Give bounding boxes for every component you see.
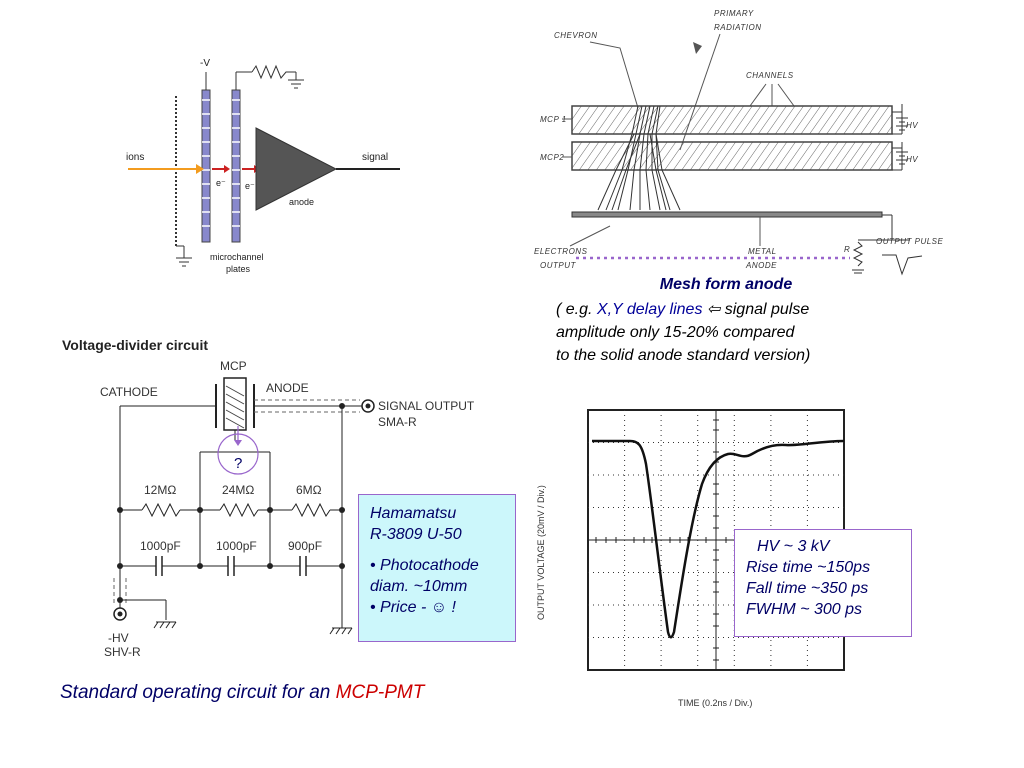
mcp-label: MCP	[220, 359, 247, 373]
output-pulse-label: OUTPUT PULSE	[876, 237, 944, 246]
mesh-line3: to the solid anode standard version)	[556, 347, 811, 364]
scope-xlabel: TIME (0.2ns / Div.)	[678, 698, 752, 708]
hamamatsu-bullet1a: • Photocathode	[370, 557, 479, 574]
mcp1-label: MCP 1	[540, 115, 567, 124]
resistor-24m	[219, 502, 259, 518]
ground-symbol	[176, 257, 192, 267]
spec-fwhm: FWHM ~ 300 ps	[746, 601, 863, 618]
mcp-element	[223, 377, 247, 431]
hamamatsu-line1: Hamamatsu	[370, 505, 457, 522]
mcp1-plate	[571, 105, 893, 135]
r1-label: 12MΩ	[144, 483, 176, 497]
spec-hv: HV ~ 3 kV	[757, 538, 830, 555]
hv-battery-2	[892, 142, 908, 171]
channels-label: CHANNELS	[746, 71, 794, 80]
metal-label: METAL	[748, 247, 777, 256]
output-pulse-shape	[882, 254, 923, 276]
metal-anode	[571, 211, 883, 218]
capacitor-1000pf-2	[227, 556, 235, 576]
mcp2-label: MCP2	[540, 153, 564, 162]
r3-label: 6MΩ	[296, 483, 322, 497]
circuit-title: Voltage-divider circuit	[62, 337, 208, 353]
hamamatsu-bullet2: • Price - ☺ !	[370, 599, 456, 616]
plates-label: plates	[226, 264, 251, 274]
slide-caption: Standard operating circuit for an MCP-PM…	[60, 682, 424, 704]
hv1-label: HV	[906, 121, 918, 130]
c2-label: 1000pF	[216, 539, 257, 553]
signal-label: signal	[362, 152, 388, 163]
electrons-label: ELECTRONS	[534, 247, 588, 256]
signal-output-label: SIGNAL OUTPUT	[378, 399, 475, 413]
resistor-6m	[291, 502, 331, 518]
output-resistor	[852, 241, 864, 267]
cathode-label: CATHODE	[100, 385, 158, 399]
mcp-schematic: -V ions e⁻ e⁻ signal anode microchannel …	[126, 58, 400, 274]
mesh-line1-pre: ( e.g.	[556, 301, 597, 318]
question-mark: ?	[234, 455, 242, 472]
sma-label: SMA-R	[378, 415, 417, 429]
caption-mcp-pmt: MCP-PMT	[335, 682, 425, 703]
voltage-divider-circuit: Voltage-divider circuit MCP CATHODE ANOD…	[62, 337, 475, 659]
minus-v-label: -V	[200, 58, 210, 69]
mcp-plate-1	[201, 89, 211, 243]
mesh-line2: amplitude only 15-20% compared	[556, 324, 795, 341]
anode-triangle	[255, 127, 338, 211]
microchannel-label: microchannel	[210, 252, 264, 262]
mesh-line1-post: signal pulse	[724, 301, 810, 318]
chevron-label: CHEVRON	[554, 31, 598, 40]
scope-ylabel: OUTPUT VOLTAGE (20mV / Div.)	[536, 485, 546, 620]
hv-battery-1	[892, 104, 908, 135]
spec-rise-time: Rise time ~150ps	[746, 559, 871, 576]
c3-label: 900pF	[288, 539, 322, 553]
r-label: R	[844, 245, 850, 254]
radiation-label: RADIATION	[714, 23, 761, 32]
mesh-anode-title: Mesh form anode	[659, 276, 793, 293]
c1-label: 1000pF	[140, 539, 181, 553]
hv-label: -HV	[108, 631, 129, 645]
resistor-12m	[141, 502, 181, 518]
hamamatsu-line2: R-3809 U-50	[370, 526, 462, 543]
electron-cascade	[597, 105, 681, 211]
junction-dots	[117, 403, 345, 603]
metal-anode-label: ANODE	[745, 261, 777, 270]
resistor-symbol	[251, 64, 296, 80]
caption-text: Standard operating circuit for an	[60, 682, 336, 703]
mesh-line1-delay-lines: X,Y delay lines	[596, 301, 703, 318]
mesh-line1-arrow: ⇦	[702, 301, 725, 318]
anode-label-circuit: ANODE	[266, 381, 309, 395]
primary-label: PRIMARY	[714, 9, 754, 18]
chevron-mcp-diagram: PRIMARY RADIATION CHEVRON CHANNELS MCP 1…	[534, 9, 944, 276]
mcp2-plate	[571, 141, 893, 171]
ions-label: ions	[126, 152, 144, 163]
capacitor-1000pf-1	[155, 556, 163, 576]
shv-label: SHV-R	[104, 645, 141, 659]
electron-label-2: e⁻	[245, 181, 255, 191]
hv2-label: HV	[906, 155, 918, 164]
spec-info-box: HV ~ 3 kV Rise time ~150ps Fall time ~35…	[734, 529, 912, 637]
mesh-anode-description: ( e.g. X,Y delay lines ⇦ signal pulse am…	[556, 298, 916, 367]
hamamatsu-bullet1b: diam. ~10mm	[370, 578, 468, 595]
spec-fall-time: Fall time ~350 ps	[746, 580, 869, 597]
hamamatsu-info-box: Hamamatsu R-3809 U-50 • Photocathode dia…	[358, 494, 516, 642]
r2-label: 24MΩ	[222, 483, 254, 497]
output-label: OUTPUT	[540, 261, 577, 270]
mcp-plate-2	[231, 89, 241, 243]
capacitor-900pf	[299, 556, 307, 576]
anode-label: anode	[289, 197, 314, 207]
pulse-waveform	[592, 439, 845, 639]
electron-label-1: e⁻	[216, 178, 226, 188]
